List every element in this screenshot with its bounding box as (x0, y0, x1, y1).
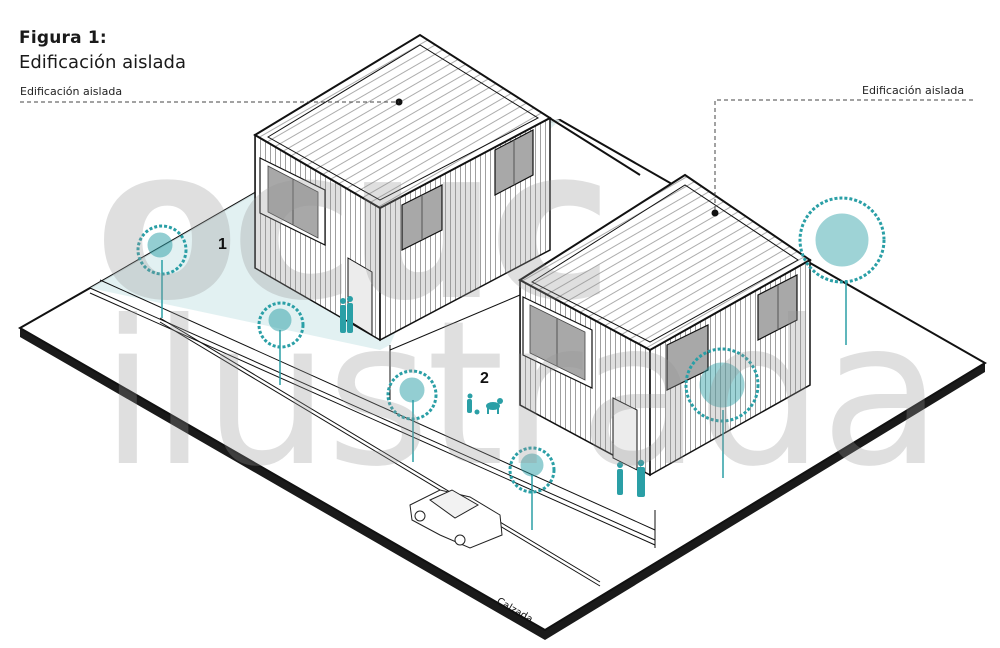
lot-number-1: 1 (218, 236, 227, 253)
house-2-window-2 (666, 324, 709, 391)
callout-label-house-2: Edificación aislada (862, 84, 965, 97)
house-1 (253, 33, 552, 342)
house-1-roof (253, 33, 552, 210)
car-icon (409, 489, 503, 549)
person-icon (617, 462, 623, 495)
tree-icon (508, 446, 556, 530)
house-2-door (612, 397, 638, 471)
person-icon (637, 459, 645, 497)
figure-number: Figura 1: (19, 28, 107, 48)
house-2-callout-dot (711, 209, 719, 217)
lot-number-2: 2 (480, 370, 489, 387)
callout-leaders (20, 99, 973, 210)
person-icon (347, 296, 353, 333)
tree-icon (798, 196, 886, 345)
callout-label-house-1: Edificación aislada (20, 85, 123, 98)
people (340, 296, 645, 497)
figure-title-block: Figura 1: Edificación aislada (19, 28, 186, 73)
trees (136, 196, 886, 530)
dog-icon (486, 398, 503, 414)
house-2 (518, 173, 812, 477)
sidewalk-lines (89, 279, 656, 587)
tree-icon (136, 224, 188, 318)
tree-icon (257, 301, 305, 385)
figure-title: Edificación aislada (19, 52, 187, 73)
house-2-roof (518, 173, 812, 352)
tree-icon (386, 369, 438, 462)
child-icon (467, 393, 480, 415)
person-icon (340, 298, 346, 333)
tree-icon (684, 347, 760, 478)
